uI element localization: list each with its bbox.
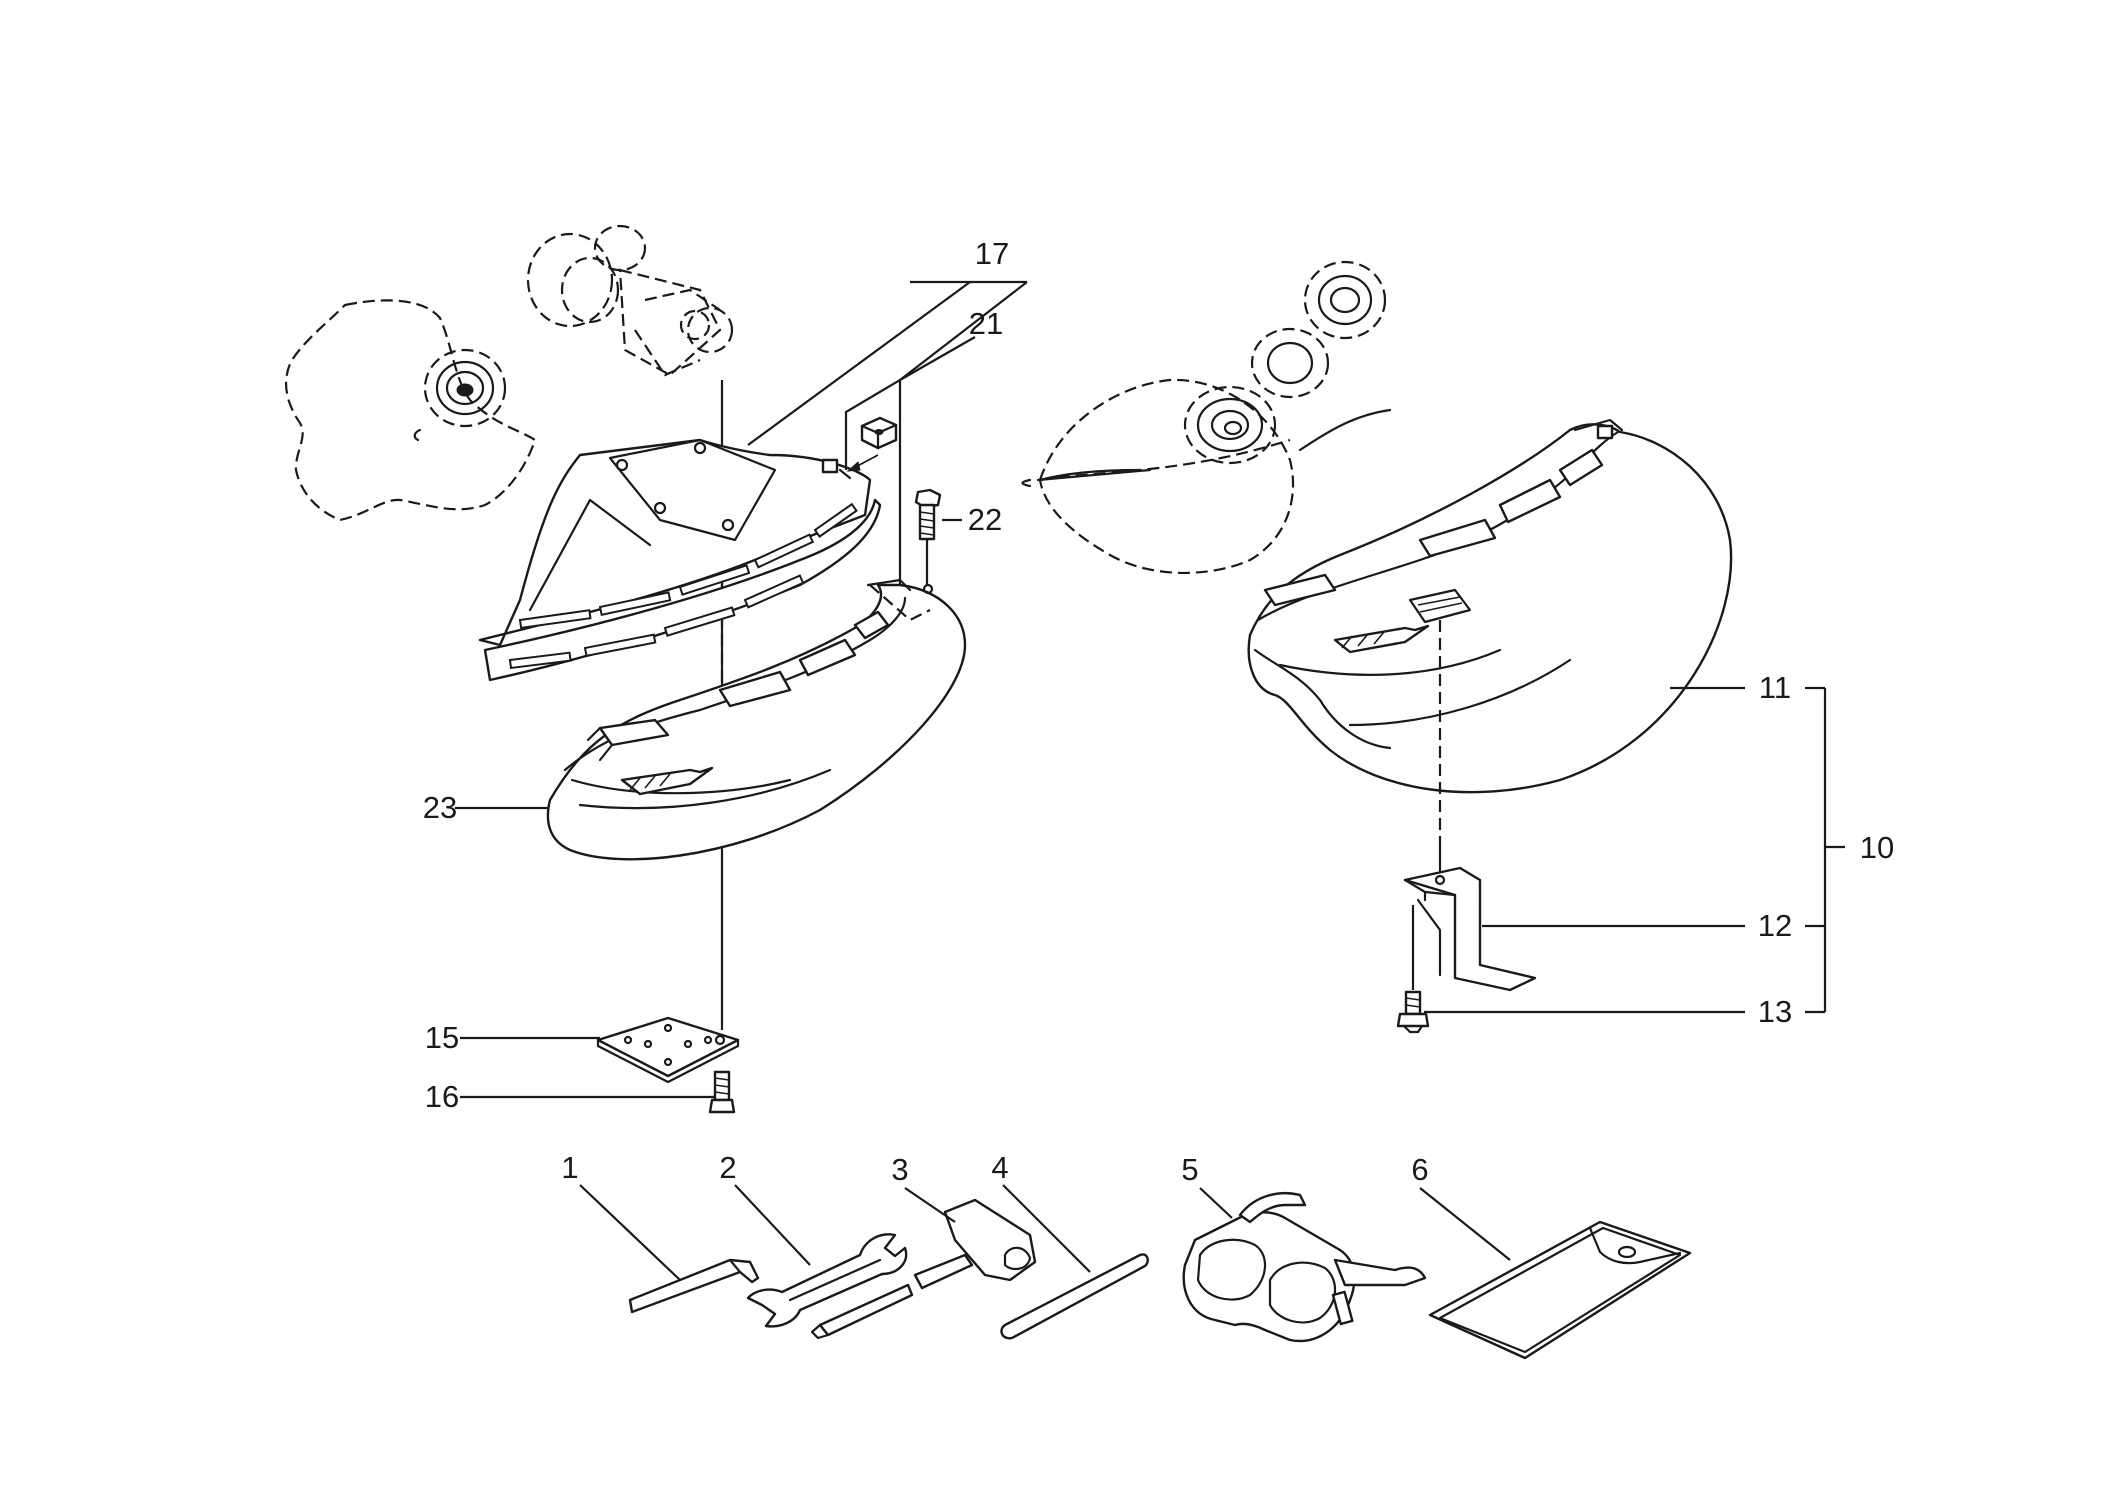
gear-case-reference (526, 224, 734, 377)
blade-edge-line (1036, 468, 1152, 482)
callout-17: 22 (968, 502, 1002, 537)
bolt-part-17 (914, 488, 942, 541)
callout-labels: 17 21 22 23 15 16 11 12 13 10 1 2 3 4 5 … (423, 236, 1894, 1187)
guard-part-11 (1247, 418, 1733, 794)
callout-23: 16 (425, 1079, 459, 1114)
callout-21: 23 (423, 790, 457, 825)
tool-bag-part-6 (1428, 1220, 1692, 1360)
callout-15: 17 (975, 236, 1009, 271)
callout-10: 10 (1860, 830, 1894, 865)
plug-wrench-part-3 (810, 1198, 1037, 1340)
plate-part-22 (596, 1016, 740, 1084)
nut-part-16 (846, 416, 898, 472)
blade-edge-tip (1021, 478, 1032, 488)
trimmer-head-reference (285, 299, 537, 522)
callout-4: 4 (991, 1150, 1008, 1185)
callout-1: 1 (561, 1150, 578, 1185)
leader-lines (455, 280, 1845, 1281)
blade-reference (1038, 260, 1392, 575)
bolt-part-13 (1396, 990, 1430, 1034)
callout-12: 12 (1758, 908, 1792, 943)
rod-part-4 (1000, 1253, 1149, 1340)
callout-22: 15 (425, 1020, 459, 1055)
bolt-part-23 (708, 1070, 736, 1114)
callout-16: 21 (969, 306, 1003, 341)
callout-13: 13 (1758, 994, 1792, 1029)
callout-11: 11 (1759, 670, 1791, 705)
leader-16-bracket (844, 378, 902, 590)
hex-key-part-1 (628, 1258, 760, 1314)
callout-5: 5 (1181, 1152, 1198, 1187)
wrench-part-2 (746, 1233, 908, 1328)
bracket-part-12 (1403, 866, 1537, 992)
guard-part-21 (546, 578, 967, 861)
callout-2: 2 (719, 1150, 736, 1185)
callout-3: 3 (891, 1152, 908, 1187)
goggles-part-5 (1182, 1192, 1427, 1343)
guard-bracket-part-15 (478, 438, 882, 682)
callout-6: 6 (1411, 1152, 1428, 1187)
